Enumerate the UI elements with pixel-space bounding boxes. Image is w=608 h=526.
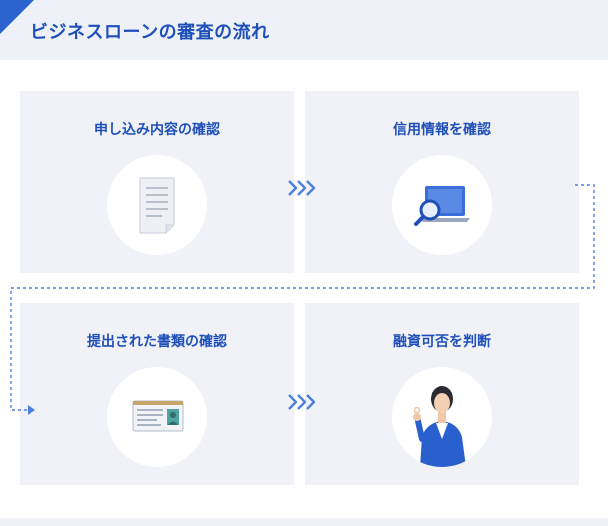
triple-chevron-right-icon xyxy=(288,394,316,410)
bottom-strip xyxy=(0,518,608,526)
document-icon xyxy=(139,177,175,234)
triple-chevron-right-icon xyxy=(288,180,316,196)
step-card-document-review: 提出された書類の確認 xyxy=(20,303,294,485)
laptop-magnifier-icon xyxy=(414,186,470,226)
step-label: 申し込み内容の確認 xyxy=(94,122,220,138)
step-icon-circle xyxy=(392,155,492,255)
header-band: ビジネスローンの審査の流れ xyxy=(0,0,608,60)
step-icon-circle xyxy=(107,367,207,467)
corner-accent xyxy=(0,0,34,34)
page-title: ビジネスローンの審査の流れ xyxy=(30,22,270,43)
step-icon-circle xyxy=(107,155,207,255)
step-card-application-review: 申し込み内容の確認 xyxy=(20,91,294,273)
id-card-icon xyxy=(132,400,184,432)
step-icon-circle xyxy=(392,367,492,467)
step-card-credit-check: 信用情報を確認 xyxy=(305,91,579,273)
step-label: 融資可否を判断 xyxy=(393,334,491,350)
step-label: 信用情報を確認 xyxy=(393,122,491,138)
person-ok-gesture-icon xyxy=(413,386,466,467)
step-label: 提出された書類の確認 xyxy=(87,334,227,350)
step-card-decision: 融資可否を判断 xyxy=(305,303,579,485)
